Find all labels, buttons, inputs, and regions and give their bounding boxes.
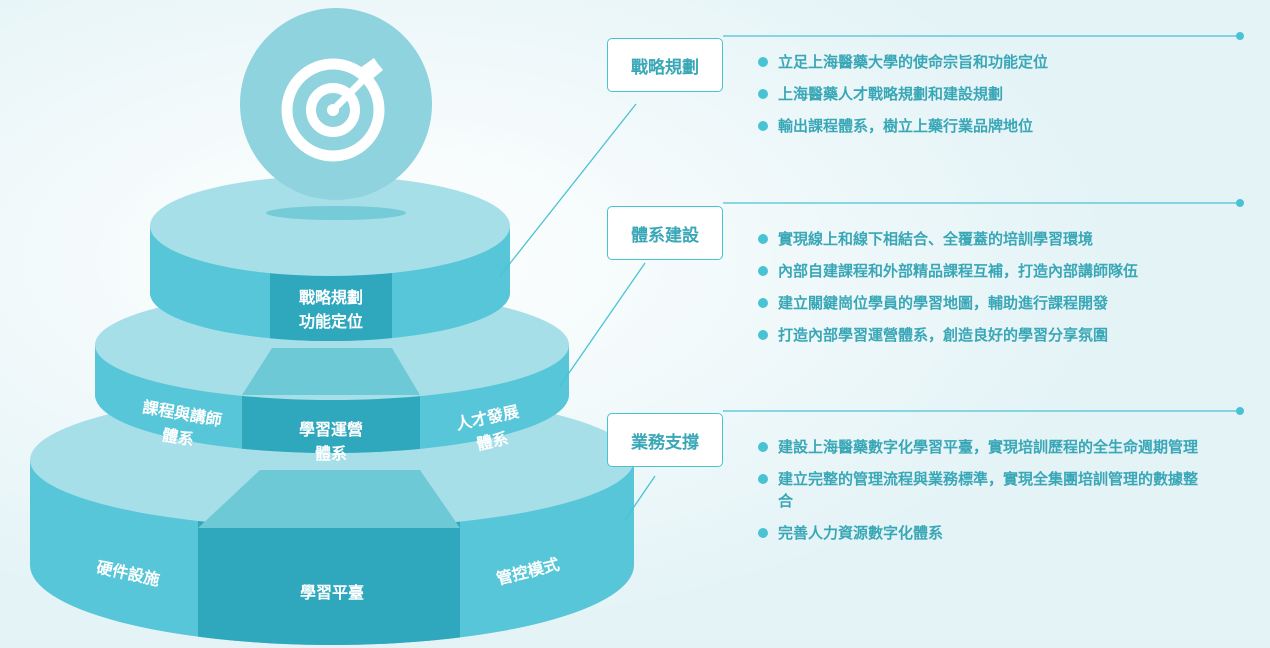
- tier-label-strategy: 戰略規劃 功能定位: [298, 288, 363, 331]
- section-title-system-building: 體系建設: [607, 206, 723, 260]
- bullet-dot-icon: [758, 121, 768, 131]
- list-item: 建設上海醫藥數字化學習平臺，實現培訓歷程的全生命週期管理: [758, 436, 1203, 458]
- section-title-strategy: 戰略規劃: [607, 38, 723, 92]
- list-item: 上海醫藥人才戰略規劃和建設規劃: [758, 83, 1218, 105]
- tier-label-learning-operation: 學習運營 體系: [298, 420, 363, 463]
- list-item: 建立完整的管理流程與業務標準，實現全集團培訓管理的數據整合: [758, 468, 1203, 512]
- list-item: 立足上海醫藥大學的使命宗旨和功能定位: [758, 51, 1218, 73]
- bullet-dot-icon: [758, 442, 768, 452]
- section-list-system-building: 實現線上和線下相結合、全覆蓋的培訓學習環境 內部自建課程和外部精品課程互補，打造…: [758, 228, 1218, 356]
- list-item: 輸出課程體系，樹立上藥行業品牌地位: [758, 115, 1218, 137]
- tier-label-learning-platform: 學習平臺: [299, 583, 364, 602]
- section-list-strategy: 立足上海醫藥大學的使命宗旨和功能定位 上海醫藥人才戰略規劃和建設規劃 輸出課程體…: [758, 51, 1218, 147]
- list-item: 內部自建課程和外部精品課程互補，打造內部講師隊伍: [758, 260, 1218, 282]
- tier-bottom: [30, 392, 634, 645]
- bullet-dot-icon: [758, 57, 768, 67]
- list-item: 建立關鍵崗位學員的學習地圖，輔助進行課程開發: [758, 292, 1218, 314]
- list-item: 完善人力資源數字化體系: [758, 522, 1203, 544]
- bullet-dot-icon: [758, 89, 768, 99]
- tier-top: [150, 176, 510, 341]
- bullet-dot-icon: [758, 234, 768, 244]
- bullet-dot-icon: [758, 474, 768, 484]
- bullet-dot-icon: [758, 298, 768, 308]
- section-list-business-support: 建設上海醫藥數字化學習平臺，實現培訓歷程的全生命週期管理 建立完整的管理流程與業…: [758, 436, 1203, 554]
- connector-lines: [499, 32, 1244, 521]
- section-title-business-support: 業務支撐: [607, 413, 723, 467]
- list-item: 實現線上和線下相結合、全覆蓋的培訓學習環境: [758, 228, 1218, 250]
- list-item: 打造內部學習運營體系，創造良好的學習分享氛圍: [758, 324, 1218, 346]
- bullet-dot-icon: [758, 330, 768, 340]
- bullet-dot-icon: [758, 266, 768, 276]
- bullet-dot-icon: [758, 528, 768, 538]
- target-arrow-icon: [281, 58, 385, 162]
